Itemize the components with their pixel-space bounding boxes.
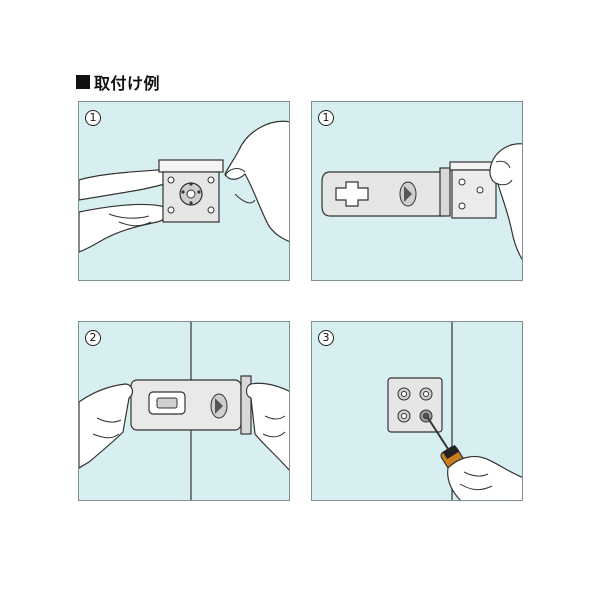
heading-square-icon [76, 75, 90, 89]
step-panel-1a: 1 [78, 101, 290, 281]
illustration-hasp-body [312, 102, 523, 281]
step-number-badge: 3 [318, 330, 334, 346]
illustration-staple-plate [79, 102, 290, 281]
illustration-hasp-align [79, 322, 290, 501]
step-panel-1b: 1 [311, 101, 523, 281]
heading-label: 取付け例 [94, 70, 160, 94]
step-number-badge: 1 [318, 110, 334, 126]
step-number-badge: 2 [85, 330, 101, 346]
step-number-badge: 1 [85, 110, 101, 126]
step-panel-2: 2 [78, 321, 290, 501]
step-panel-3: 3 [311, 321, 523, 501]
section-heading: 取付け例 [76, 72, 160, 92]
illustration-screw-fasten [312, 322, 523, 501]
